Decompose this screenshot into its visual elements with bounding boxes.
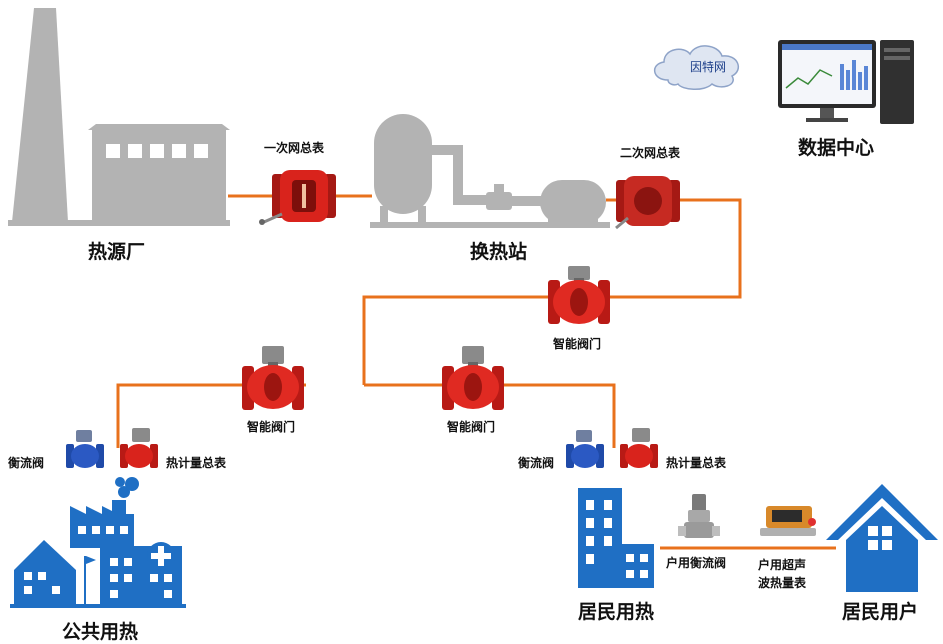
secondary-network-meter-icon bbox=[615, 176, 680, 230]
residential-user-house-icon bbox=[826, 484, 938, 592]
residential-building-icon bbox=[578, 488, 654, 588]
residential-user-label: 居民用户 bbox=[842, 601, 919, 623]
household-valve-icon bbox=[678, 494, 720, 538]
smart-valve-top-icon bbox=[548, 266, 610, 324]
household-meter-label-line2: 波热量表 bbox=[758, 576, 807, 590]
public-buildings-icon bbox=[10, 477, 186, 608]
balance-valve-right-label: 衡流阀 bbox=[518, 456, 555, 470]
household-valve-label: 户用衡流阀 bbox=[666, 556, 727, 570]
household-ultrasonic-meter-icon bbox=[760, 506, 816, 536]
public-heating-label: 公共用热 bbox=[62, 621, 139, 643]
data-center-label: 数据中心 bbox=[798, 137, 875, 159]
balance-valve-left-icon bbox=[66, 430, 104, 468]
residential-heating-label: 居民用热 bbox=[578, 601, 655, 623]
heat-meter-right-icon bbox=[620, 428, 658, 468]
internet-cloud-icon: 因特网 bbox=[654, 45, 740, 90]
pipe-to-branch bbox=[362, 295, 548, 385]
exchange-station-label: 换热站 bbox=[470, 241, 528, 263]
pipe-right-branch bbox=[504, 383, 616, 448]
heat-meter-right-label: 热计量总表 bbox=[666, 456, 727, 470]
balance-valve-right-icon bbox=[566, 430, 604, 468]
heat-source-label: 热源厂 bbox=[88, 241, 146, 263]
heat-source-plant-icon bbox=[8, 8, 230, 226]
secondary-meter-label: 二次网总表 bbox=[620, 146, 681, 160]
smart-valve-left-icon bbox=[242, 346, 304, 410]
smart-valve-mid-label: 智能阀门 bbox=[447, 420, 496, 434]
smart-valve-top-label: 智能阀门 bbox=[553, 337, 602, 351]
primary-meter-label: 一次网总表 bbox=[264, 141, 325, 155]
smart-valve-left-label: 智能阀门 bbox=[247, 420, 296, 434]
heat-meter-left-icon bbox=[120, 428, 158, 468]
primary-network-meter-icon bbox=[259, 170, 336, 225]
computer-icon bbox=[778, 40, 914, 124]
household-meter-label-line1: 户用超声 bbox=[758, 558, 807, 572]
heat-meter-left-label: 热计量总表 bbox=[166, 456, 227, 470]
smart-valve-mid-icon bbox=[442, 346, 504, 410]
balance-valve-left-label: 衡流阀 bbox=[8, 456, 45, 470]
exchange-station-icon bbox=[370, 114, 610, 228]
internet-label: 因特网 bbox=[690, 59, 726, 74]
